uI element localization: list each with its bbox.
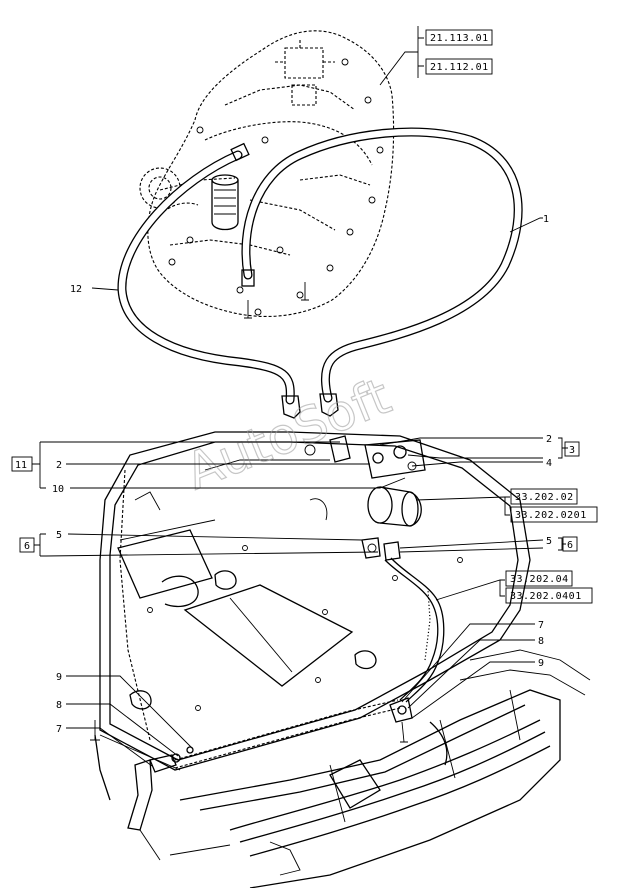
callout-7-left: 7 [56, 724, 62, 735]
callout-7-right: 7 [538, 620, 544, 631]
reference-box-33-202-02: 33.202.02 [510, 488, 578, 505]
callout-8-left: 8 [56, 700, 62, 711]
valve-cluster [304, 435, 445, 703]
callout-10: 10 [52, 484, 64, 495]
reference-box-33-202-0201: 33.202.0201 [510, 506, 598, 523]
reference-box-21-112-01: 21.112.01 [425, 58, 493, 75]
reference-box-21-113-01: 21.113.01 [425, 29, 493, 46]
callout-9-right: 9 [538, 658, 544, 669]
hose-item-12 [117, 150, 295, 405]
cab-floor-platform [99, 431, 531, 771]
hydraulic-line-dashed [119, 469, 431, 769]
callout-box-6-left: 6 [19, 537, 35, 553]
ref-33-202-02-label: 33.202.02 [515, 492, 574, 503]
callout-box-11: 11 [11, 456, 33, 472]
pedal-left [127, 746, 194, 831]
hose-fittings [230, 142, 339, 419]
callout-11: 11 [15, 460, 27, 471]
callout-6-right: 6 [567, 540, 573, 551]
callout-9-left: 9 [56, 672, 62, 683]
callout-5-right: 5 [546, 536, 552, 547]
callout-3: 3 [569, 445, 575, 456]
callout-labels: 1 12 2 2 4 10 5 5 7 8 9 9 8 7 [52, 214, 552, 735]
callout-2-top: 2 [546, 434, 552, 445]
callout-8-right: 8 [538, 636, 544, 647]
callout-4: 4 [546, 458, 552, 469]
ref-21-112-01-label: 21.112.01 [430, 62, 489, 73]
fender-panels [90, 649, 591, 888]
reference-box-33-202-0401: 33.202.0401 [505, 587, 593, 604]
callout-box-3: 3 [564, 441, 580, 457]
callout-2-left: 2 [56, 460, 62, 471]
callout-1: 1 [543, 214, 549, 225]
ref-33-202-0201-label: 33.202.0201 [515, 510, 587, 521]
callout-5-left: 5 [56, 530, 62, 541]
callout-box-6-right: 6 [562, 536, 578, 552]
leader-lines [32, 26, 568, 767]
transmission-housing [139, 30, 395, 319]
ref-33-202-0401-label: 33.202.0401 [510, 591, 582, 602]
callout-6-left: 6 [24, 541, 30, 552]
hose-item-1 [241, 127, 523, 403]
reference-box-33-202-04: 33.202.04 [505, 570, 573, 587]
ref-21-113-01-label: 21.113.01 [430, 33, 489, 44]
callout-12: 12 [70, 284, 82, 295]
bracket-right [389, 697, 413, 743]
ref-33-202-04-label: 33.202.04 [510, 574, 569, 585]
